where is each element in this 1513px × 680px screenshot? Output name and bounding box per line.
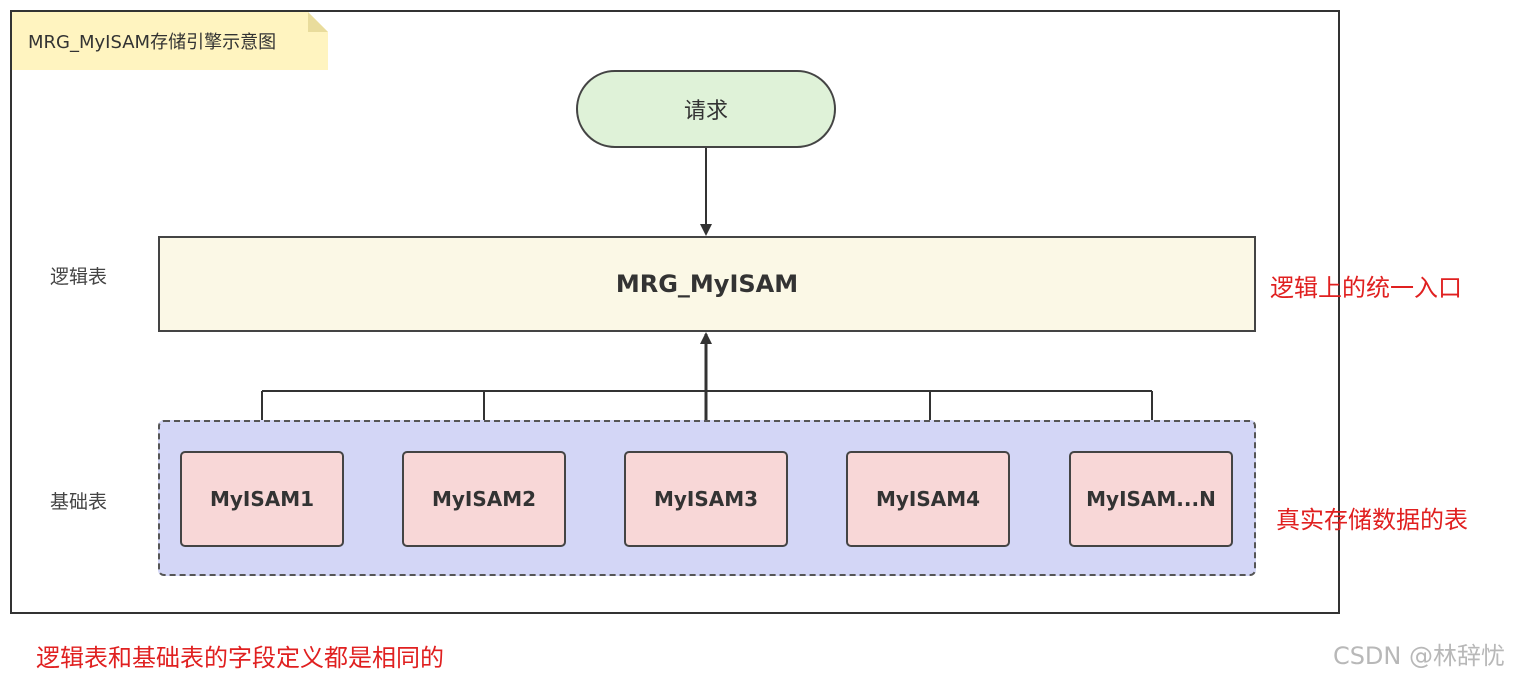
title-note bbox=[12, 12, 328, 70]
watermark: CSDN @林辞忧 bbox=[1332, 642, 1505, 670]
base-table-1: MyISAM1 bbox=[180, 451, 344, 547]
logical-table-annotation: 逻辑上的统一入口 bbox=[1270, 274, 1462, 302]
base-table-label: MyISAM3 bbox=[653, 487, 759, 511]
logical-table-label: MRG_MyISAM bbox=[615, 270, 799, 298]
request-node: 请求 bbox=[576, 70, 836, 148]
base-table-4: MyISAM4 bbox=[846, 451, 1010, 547]
base-table-label: MyISAM2 bbox=[431, 487, 537, 511]
base-table-3: MyISAM3 bbox=[624, 451, 788, 547]
base-table-row-label: 基础表 bbox=[50, 491, 108, 513]
base-table-annotation: 真实存储数据的表 bbox=[1276, 506, 1468, 534]
base-table-label: MyISAM1 bbox=[209, 487, 315, 511]
base-table-2: MyISAM2 bbox=[402, 451, 566, 547]
base-table-label: MyISAM4 bbox=[875, 487, 981, 511]
request-label: 请求 bbox=[683, 99, 728, 124]
footer-note: 逻辑表和基础表的字段定义都是相同的 bbox=[36, 644, 444, 672]
logical-table-box: MRG_MyISAM bbox=[158, 236, 1256, 332]
base-table-label: MyISAM...N bbox=[1086, 487, 1216, 511]
diagram-title: MRG_MyISAM存储引擎示意图 bbox=[28, 32, 277, 53]
logical-table-row-label: 逻辑表 bbox=[50, 266, 108, 288]
base-table-n: MyISAM...N bbox=[1069, 451, 1233, 547]
